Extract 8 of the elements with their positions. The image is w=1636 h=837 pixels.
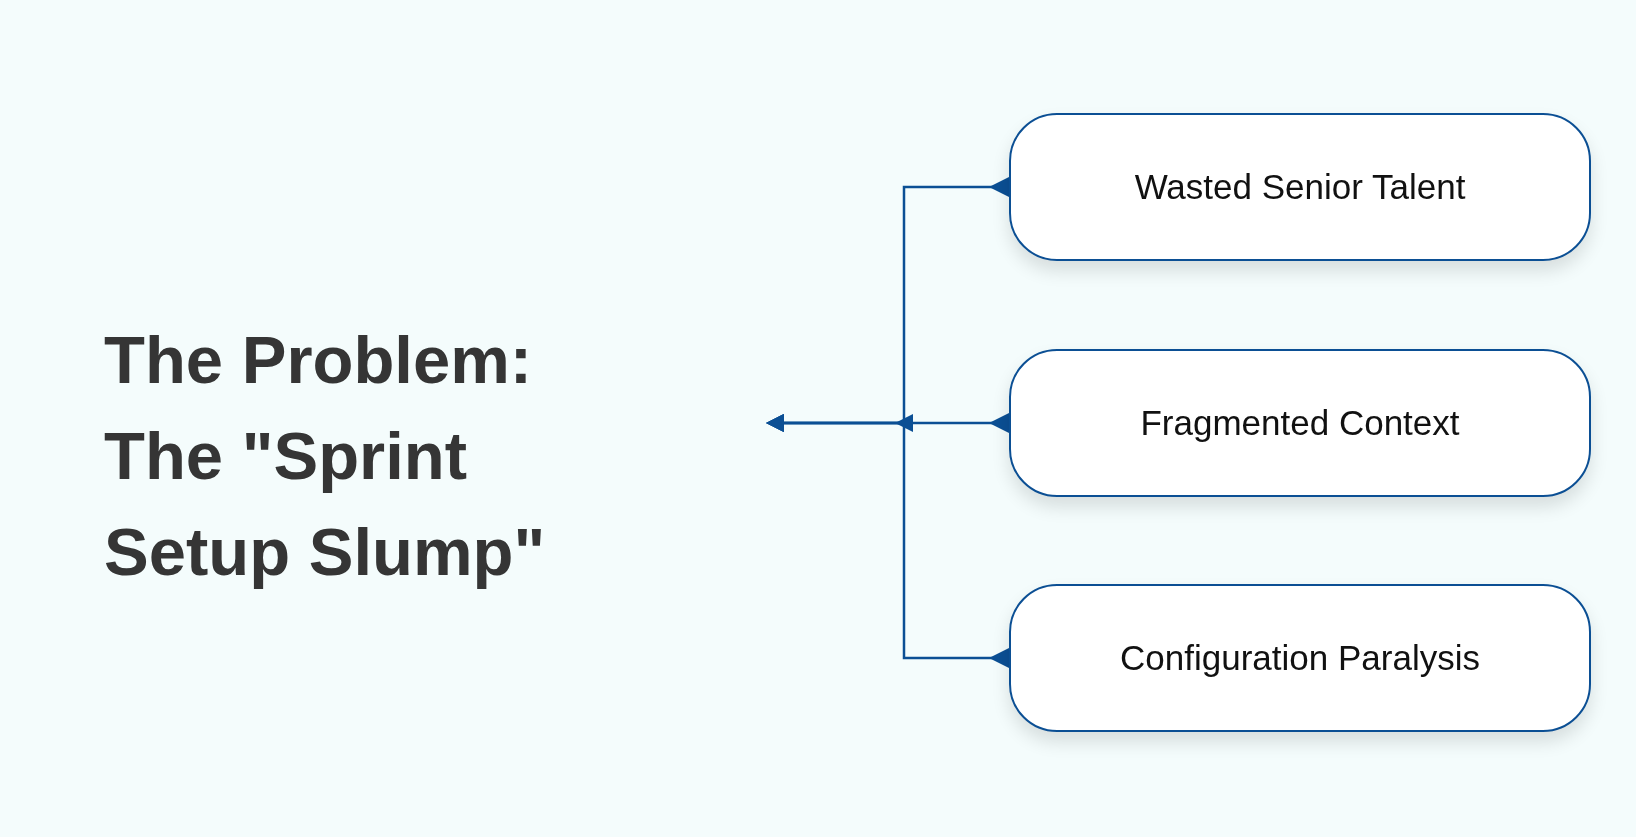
box-label: Configuration Paralysis <box>1120 636 1480 679</box>
box-label: Fragmented Context <box>1140 401 1460 444</box>
box-label: Wasted Senior Talent <box>1134 165 1466 208</box>
rounded-box <box>1009 113 1591 261</box>
rounded-box <box>1009 584 1591 732</box>
rounded-box <box>1009 349 1591 497</box>
title: The Problem: The "Sprint Setup Slump" <box>104 321 547 591</box>
connector-arrow <box>765 414 1009 668</box>
